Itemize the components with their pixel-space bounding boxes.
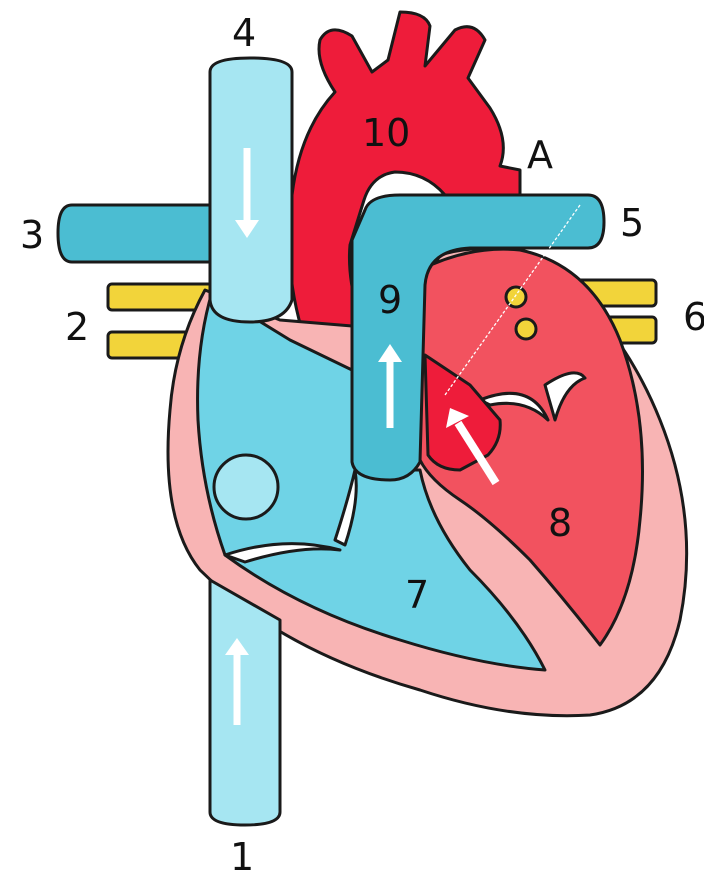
label-8: 8 bbox=[548, 501, 572, 545]
label-9: 9 bbox=[378, 278, 402, 322]
label-1: 1 bbox=[230, 835, 254, 879]
label-5: 5 bbox=[620, 201, 644, 245]
inferior-vena-cava bbox=[210, 580, 280, 825]
superior-vena-cava bbox=[210, 58, 292, 322]
nerve-dot-lower bbox=[516, 319, 536, 339]
label-10: 10 bbox=[362, 111, 410, 155]
label-3: 3 bbox=[20, 213, 44, 257]
coronary-sinus bbox=[214, 455, 278, 519]
pulmonary-vein-left bbox=[58, 205, 215, 262]
label-4: 4 bbox=[232, 11, 256, 55]
label-A: A bbox=[527, 133, 553, 177]
label-7: 7 bbox=[405, 573, 429, 617]
label-6: 6 bbox=[683, 295, 704, 339]
label-2: 2 bbox=[65, 305, 89, 349]
